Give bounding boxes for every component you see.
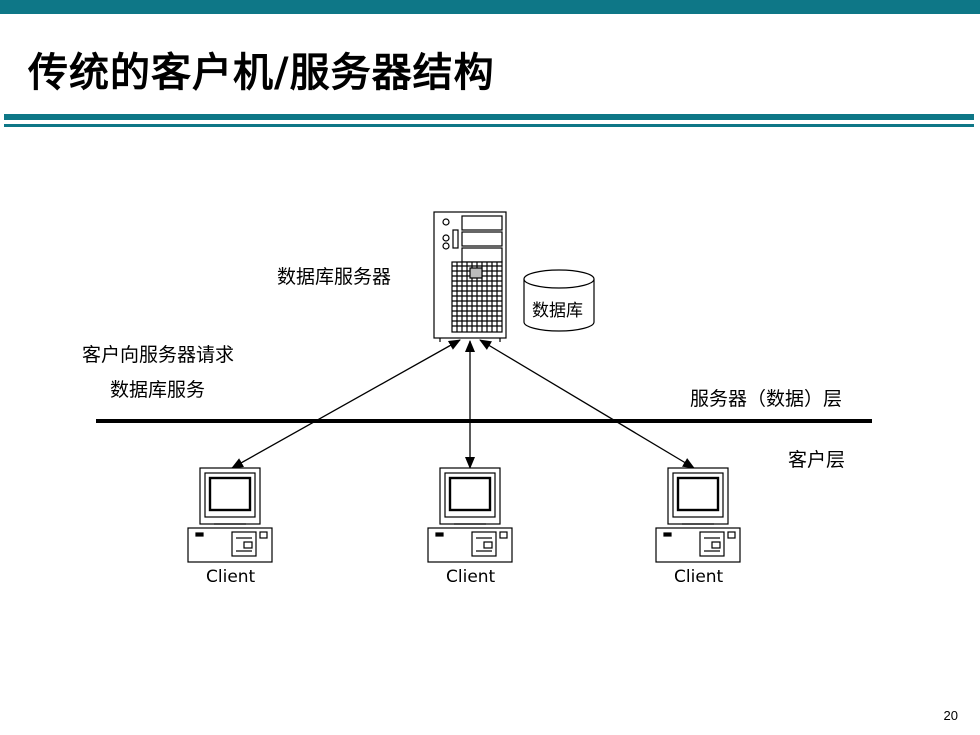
client-computer-icon-2 [427, 467, 513, 563]
client-label-1: Client [206, 567, 256, 587]
database-icon [523, 269, 595, 332]
client-label-3: Client [674, 567, 724, 587]
request-label-line2: 数据库服务 [110, 379, 206, 401]
client-label-2: Client [446, 567, 496, 587]
top-accent-bar [0, 0, 980, 14]
server-icon [433, 211, 507, 342]
database-label: 数据库 [532, 301, 583, 321]
server-label: 数据库服务器 [277, 266, 392, 288]
connection-arrow-right [479, 339, 695, 469]
title-rule-thin [4, 124, 974, 127]
request-label-line1: 客户向服务器请求 [82, 344, 235, 366]
title-rule-thick [4, 114, 974, 120]
client-layer-label: 客户层 [788, 449, 846, 471]
client-computer-icon-3 [655, 467, 741, 563]
server-layer-label: 服务器（数据）层 [690, 388, 843, 410]
slide-title: 传统的客户机/服务器结构 [28, 50, 495, 96]
connection-arrow-left [231, 339, 461, 469]
page-number: 20 [943, 708, 958, 723]
client-computer-icon-1 [187, 467, 273, 563]
